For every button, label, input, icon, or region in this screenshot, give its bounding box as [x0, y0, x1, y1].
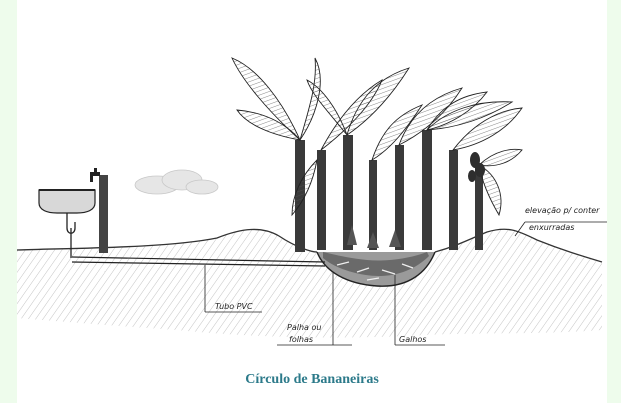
wall-post: [99, 175, 108, 253]
label-straw-1: Palha ou: [287, 323, 321, 332]
label-elevation-1: elevação p/ conter: [525, 206, 600, 215]
faucet-icon: [90, 168, 100, 182]
label-elevation-2: enxurradas: [529, 223, 574, 232]
figure-caption: Círculo de Bananeiras: [17, 372, 607, 388]
label-straw-2: folhas: [289, 335, 313, 344]
illustration-panel: elevação p/ conter enxurradas Tubo PVC P…: [17, 0, 607, 403]
cloud-icon: [135, 170, 218, 194]
label-branches: Galhos: [399, 335, 426, 344]
label-pipe: Tubo PVC: [215, 302, 253, 311]
banana-circle-sketch: elevação p/ conter enxurradas Tubo PVC P…: [17, 0, 607, 403]
